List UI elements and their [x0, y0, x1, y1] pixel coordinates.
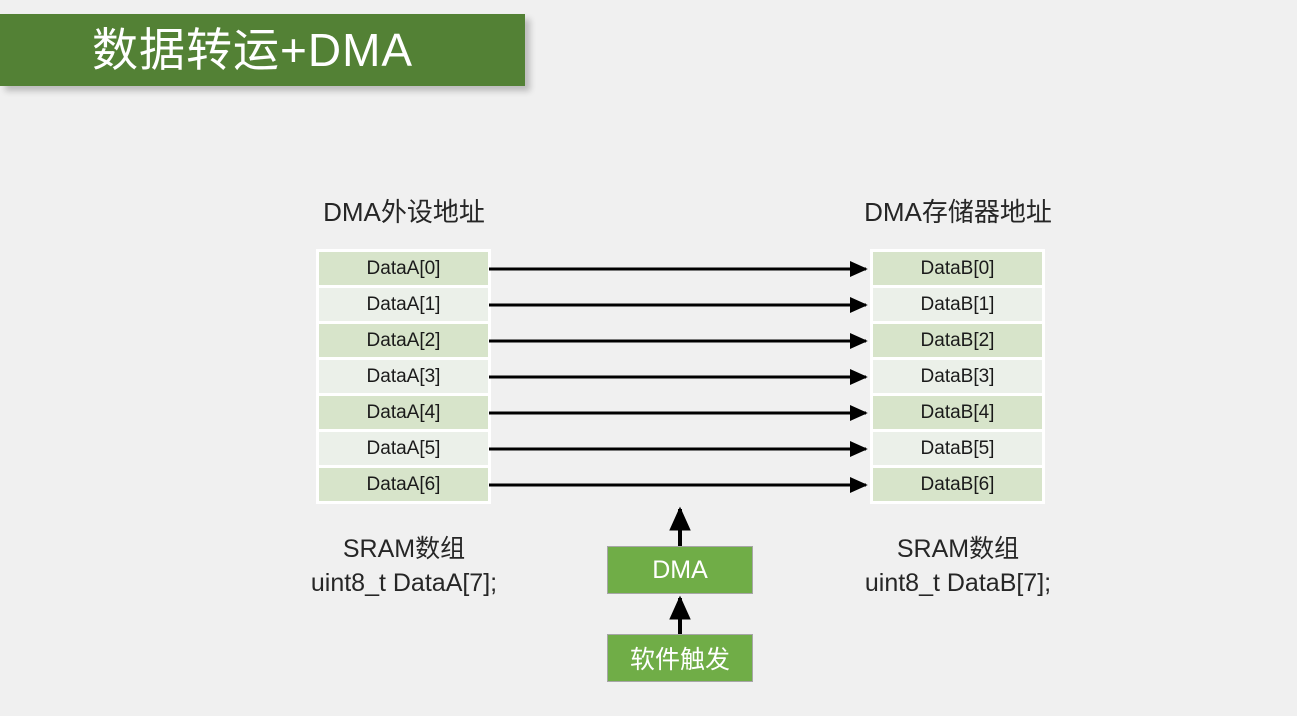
table-row: DataA[4]	[319, 396, 488, 429]
table-row: DataB[5]	[873, 432, 1042, 465]
page-title: 数据转运+DMA	[92, 24, 414, 76]
caption-line: SRAM数组	[342, 535, 466, 563]
table-row: DataB[4]	[873, 396, 1042, 429]
table-row: DataB[0]	[873, 252, 1042, 285]
table-row: DataB[3]	[873, 360, 1042, 393]
caption-source-array: SRAM数组 uint8_t DataA[7];	[259, 532, 549, 600]
software-trigger-box-label: 软件触发	[629, 646, 730, 674]
software-trigger-box[interactable]: 软件触发	[607, 634, 753, 682]
table-row: DataA[5]	[319, 432, 488, 465]
transfer-arrow-group	[489, 260, 868, 494]
caption-line: uint8_t DataA[7];	[310, 569, 498, 597]
table-row: DataB[2]	[873, 324, 1042, 357]
caption-line: uint8_t DataB[7];	[864, 569, 1052, 597]
column-header-peripheral-address: DMA外设地址	[323, 197, 485, 227]
table-row: DataA[6]	[319, 468, 488, 501]
caption-destination-array: SRAM数组 uint8_t DataB[7];	[813, 532, 1103, 600]
table-row: DataA[1]	[319, 288, 488, 321]
table-source-dataa: DataA[0] DataA[1] DataA[2] DataA[3] Data…	[316, 249, 491, 504]
table-destination-datab: DataB[0] DataB[1] DataB[2] DataB[3] Data…	[870, 249, 1045, 504]
column-header-memory-address: DMA存储器地址	[864, 197, 1052, 227]
table-row: DataA[3]	[319, 360, 488, 393]
dma-box-label: DMA	[652, 555, 708, 584]
caption-line: SRAM数组	[896, 535, 1020, 563]
table-row: DataA[0]	[319, 252, 488, 285]
dma-box[interactable]: DMA	[607, 546, 753, 594]
table-row: DataB[1]	[873, 288, 1042, 321]
table-row: DataB[6]	[873, 468, 1042, 501]
table-row: DataA[2]	[319, 324, 488, 357]
title-banner: 数据转运+DMA	[0, 14, 525, 86]
